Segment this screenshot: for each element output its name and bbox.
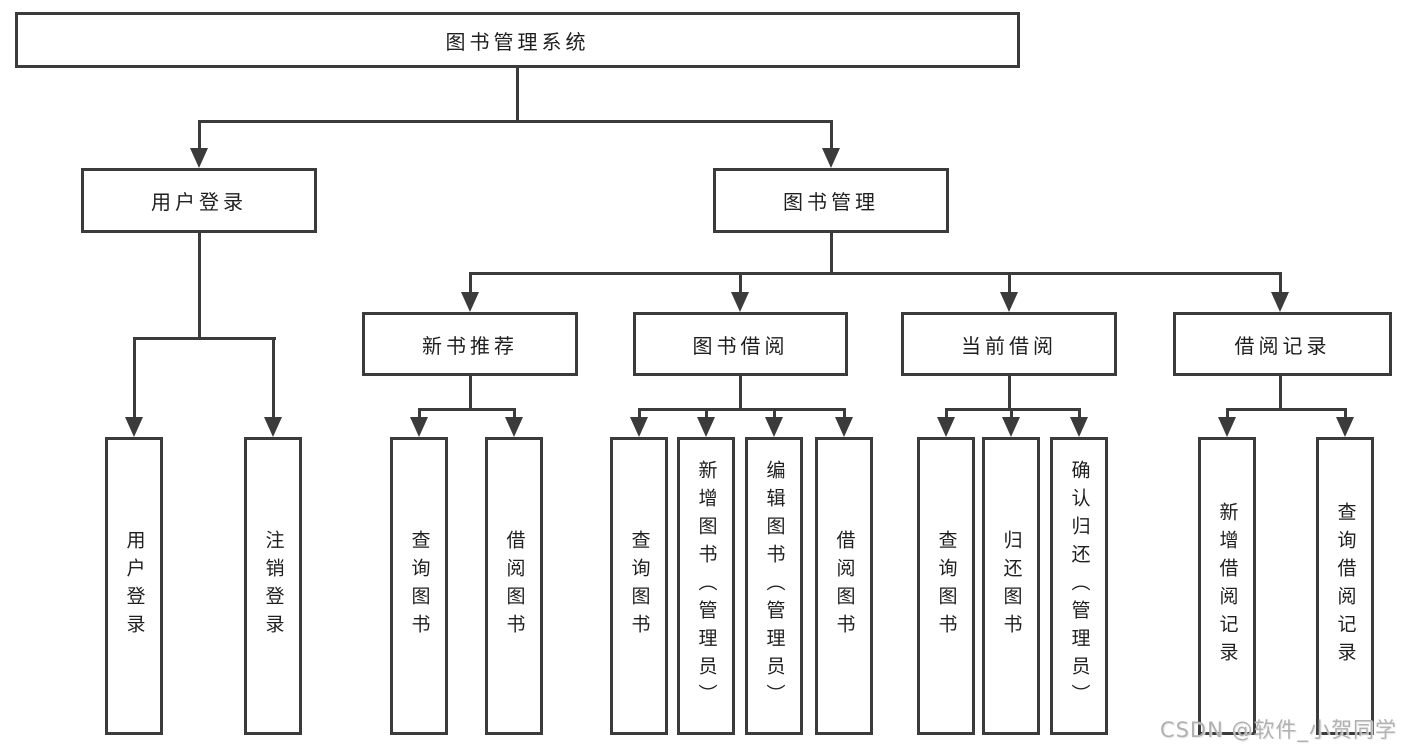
node-user-login: 用户登录 <box>81 168 317 233</box>
arrowhead-down-icon <box>1271 292 1289 312</box>
connector-line <box>133 337 136 419</box>
connector-line <box>418 408 516 411</box>
connector-line <box>469 272 472 296</box>
arrowhead-down-icon <box>264 417 282 437</box>
connector-line <box>739 376 742 408</box>
arrowhead-down-icon <box>1002 417 1020 437</box>
arrowhead-down-icon <box>937 417 955 437</box>
node-book-borrowing: 图书借阅 <box>633 312 848 376</box>
arrowhead-down-icon <box>697 417 715 437</box>
node-label: 借阅记录 <box>1234 333 1331 358</box>
leaf-label: 借阅图书 <box>503 530 526 642</box>
connector-line <box>638 408 641 420</box>
connector-line <box>513 408 516 420</box>
leaf-label: 查询图书 <box>408 530 431 642</box>
connector-line <box>830 233 833 272</box>
node-new-book-recommend: 新书推荐 <box>362 312 578 376</box>
connector-line <box>705 408 708 420</box>
leaf-label: 查询图书 <box>628 530 651 642</box>
connector-line <box>516 68 519 120</box>
connector-line <box>739 272 742 296</box>
connector-line <box>198 233 201 337</box>
arrowhead-down-icon <box>1218 417 1236 437</box>
arrowhead-down-icon <box>410 417 428 437</box>
node-current-borrowing: 当前借阅 <box>901 312 1117 376</box>
connector-line <box>133 337 276 340</box>
connector-line <box>469 376 472 408</box>
arrowhead-down-icon <box>731 292 749 312</box>
node-library-system: 图书管理系统 <box>15 12 1020 68</box>
connector-line <box>198 120 833 123</box>
arrowhead-down-icon <box>822 148 840 168</box>
leaf-records-query-record: 查询借阅记录 <box>1316 437 1374 735</box>
connector-line <box>843 408 846 420</box>
connector-line <box>1279 376 1282 408</box>
leaf-label: 注销登录 <box>262 530 285 642</box>
leaf-user-login: 用户登录 <box>105 437 163 735</box>
connector-line <box>1010 408 1013 420</box>
node-label: 图书借阅 <box>692 333 789 358</box>
leaf-label: 新增图书（管理员） <box>695 460 718 712</box>
leaf-current-return-books: 归还图书 <box>982 437 1040 735</box>
node-label: 图书管理 <box>783 190 879 214</box>
connector-line <box>830 120 833 150</box>
csdn-watermark: CSDN @软件_小贺同学 <box>1159 718 1397 742</box>
arrowhead-down-icon <box>765 417 783 437</box>
arrowhead-down-icon <box>505 417 523 437</box>
connector-line <box>1226 408 1346 411</box>
leaf-borrowing-query-books: 查询图书 <box>610 437 668 735</box>
connector-line <box>418 408 421 420</box>
leaf-label: 用户登录 <box>123 530 146 642</box>
connector-line <box>1008 272 1011 296</box>
connector-line <box>1344 408 1347 420</box>
node-label: 新书推荐 <box>422 333 518 358</box>
connector-line <box>198 120 201 150</box>
node-label: 图书管理系统 <box>445 29 590 54</box>
leaf-current-query-books: 查询图书 <box>917 437 975 735</box>
leaf-records-add-record: 新增借阅记录 <box>1198 437 1256 735</box>
leaf-label: 归还图书 <box>1000 530 1023 642</box>
connector-line <box>1226 408 1229 420</box>
node-book-management: 图书管理 <box>713 168 949 233</box>
connector-line <box>638 408 845 411</box>
arrowhead-down-icon <box>835 417 853 437</box>
leaf-label: 新增借阅记录 <box>1216 502 1239 670</box>
leaf-label: 借阅图书 <box>833 530 856 642</box>
leaf-newbooks-borrow-books: 借阅图书 <box>485 437 543 735</box>
arrowhead-down-icon <box>1070 417 1088 437</box>
connector-line <box>1078 408 1081 420</box>
arrowhead-down-icon <box>1336 417 1354 437</box>
connector-line <box>773 408 776 420</box>
leaf-logout: 注销登录 <box>244 437 302 735</box>
arrowhead-down-icon <box>461 292 479 312</box>
arrowhead-down-icon <box>125 417 143 437</box>
leaf-borrowing-add-books-admin: 新增图书（管理员） <box>677 437 735 735</box>
leaf-borrowing-borrow-books: 借阅图书 <box>815 437 873 735</box>
arrowhead-down-icon <box>190 148 208 168</box>
leaf-label: 编辑图书（管理员） <box>763 460 786 712</box>
connector-line <box>272 337 275 419</box>
connector-line <box>469 272 1282 275</box>
connector-line <box>1008 376 1011 408</box>
node-label: 当前借阅 <box>961 333 1057 358</box>
connector-line <box>945 408 948 420</box>
leaf-current-confirm-return-admin: 确认归还（管理员） <box>1050 437 1108 735</box>
node-borrow-records: 借阅记录 <box>1173 312 1392 376</box>
node-label: 用户登录 <box>151 190 247 214</box>
arrowhead-down-icon <box>630 417 648 437</box>
leaf-label: 查询借阅记录 <box>1334 502 1357 670</box>
leaf-newbooks-query-books: 查询图书 <box>390 437 448 735</box>
connector-line <box>1279 272 1282 296</box>
leaf-label: 确认归还（管理员） <box>1068 460 1091 712</box>
arrowhead-down-icon <box>1000 292 1018 312</box>
leaf-borrowing-edit-books-admin: 编辑图书（管理员） <box>745 437 803 735</box>
leaf-label: 查询图书 <box>935 530 958 642</box>
